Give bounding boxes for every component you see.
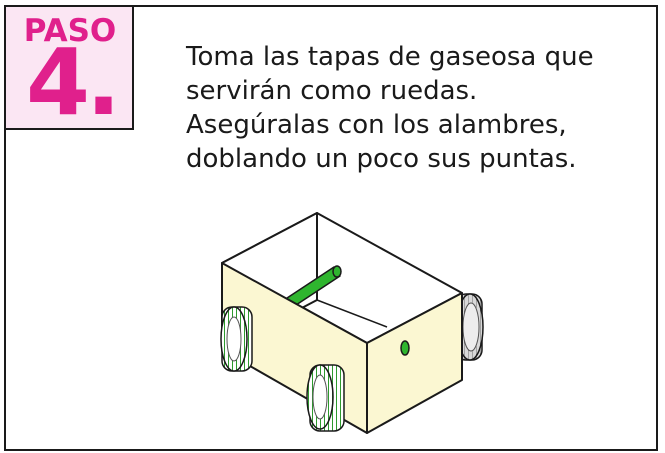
instruction-line: Asegúralas con los alambres,: [186, 110, 567, 140]
step-label: PASO: [23, 13, 117, 49]
step-number: 4.: [26, 29, 121, 136]
instruction-line: Toma las tapas de gaseosa que: [186, 42, 594, 72]
step-badge: PASO 4.: [4, 5, 134, 130]
front-left-wheel-icon: [220, 306, 253, 372]
cardboard-box-car-icon: [220, 212, 484, 434]
instruction-line: doblando un poco sus puntas.: [186, 144, 577, 174]
instruction-text: Toma las tapas de gaseosa que servirán c…: [186, 40, 646, 176]
instruction-line: servirán como ruedas.: [186, 76, 478, 106]
front-right-wheel-icon: [306, 364, 345, 432]
